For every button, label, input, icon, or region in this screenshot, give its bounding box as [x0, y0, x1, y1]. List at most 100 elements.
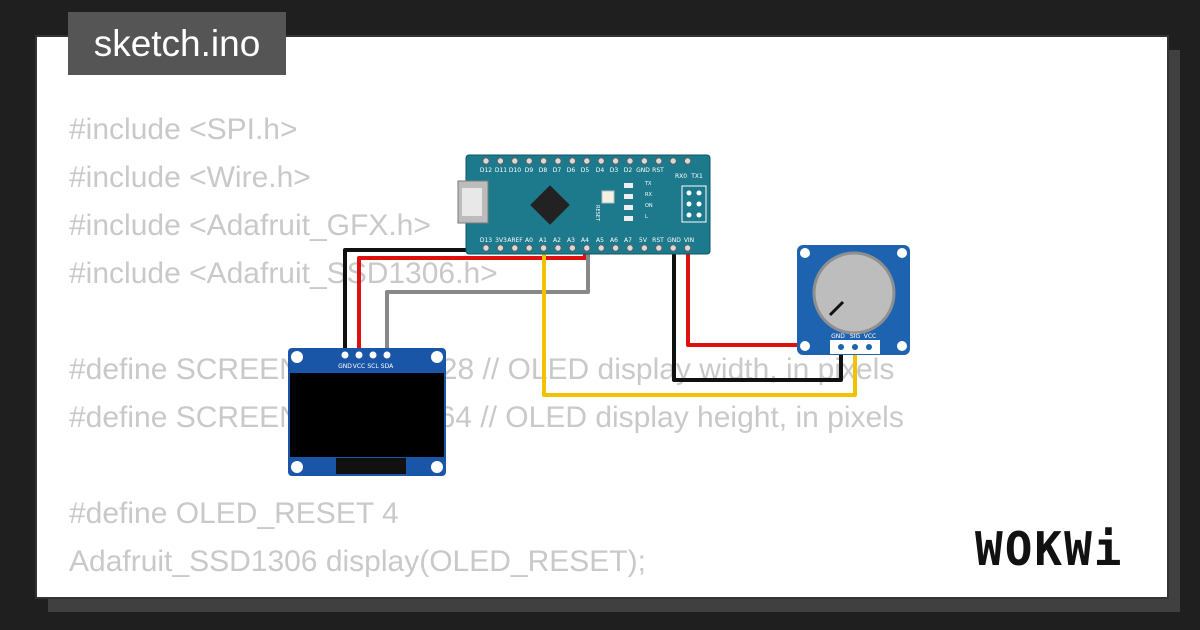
potentiometer[interactable]: GND SIG VCC — [797, 245, 910, 355]
header-pin[interactable] — [669, 157, 677, 165]
icsp-header — [681, 185, 707, 223]
header-pin[interactable] — [554, 157, 562, 165]
header-pin[interactable] — [496, 157, 505, 165]
header-pin[interactable] — [640, 244, 649, 252]
arduino-nano[interactable]: D12 D11 D10 D9 D8 D7 D6 D5 D4 D3 D2 GND … — [457, 154, 711, 255]
oled-pin-label: SDA — [381, 363, 394, 370]
header-pin[interactable] — [482, 157, 490, 165]
arduino-top-labels: D12 D11 D10 D9 D8 D7 D6 D5 D4 D3 D2 GND … — [480, 167, 703, 180]
arduino-bottom-pins[interactable] — [482, 244, 692, 252]
pin-label: D8 — [539, 167, 548, 174]
pin-label: D2 — [624, 167, 633, 174]
wokwi-logo[interactable]: WOKWi — [975, 522, 1124, 576]
header-pin[interactable] — [496, 244, 505, 252]
header-pin[interactable] — [583, 244, 591, 252]
pin-label: D5 — [581, 167, 590, 174]
wire-yellow-pot-sig — [542, 240, 857, 397]
pin-label: D13 — [480, 237, 492, 244]
header-pin[interactable] — [482, 244, 490, 252]
header-pin[interactable] — [683, 244, 692, 252]
header-pin[interactable] — [611, 244, 620, 252]
pin-label: A2 — [553, 237, 561, 244]
code-line: Adafruit_SSD1306 display(OLED_RESET); — [69, 545, 646, 578]
pin-label: 5V — [639, 237, 648, 244]
led-label: TX — [644, 181, 652, 187]
oled-screen — [290, 373, 444, 457]
pot-pin-label: VCC — [864, 333, 876, 340]
pin-label: TX1 — [690, 173, 703, 180]
wire-gray-oled-scl — [373, 262, 586, 352]
pin-label: D3 — [610, 167, 619, 174]
header-pin[interactable] — [511, 244, 519, 252]
header-pin[interactable] — [597, 244, 605, 252]
wire-black-pot-gnd — [672, 240, 843, 382]
pin-label: RX0 — [675, 173, 687, 180]
status-leds: TX RX ON L — [624, 181, 653, 221]
arduino-bottom-labels: D13 3V3 AREF A0 A1 A2 A3 A4 A5 A6 A7 5V … — [480, 237, 694, 244]
pin-label: 3V3 — [495, 237, 507, 244]
file-name-tab[interactable]: sketch.ino — [68, 12, 286, 75]
pot-pin-label: SIG — [850, 333, 861, 340]
header-pin[interactable] — [511, 157, 519, 165]
pin-label: GND — [636, 167, 650, 174]
preview-card: #include <SPI.h> #include <Wire.h> #incl… — [35, 35, 1169, 599]
pin-label: A0 — [525, 237, 533, 244]
header-pin[interactable] — [626, 244, 634, 252]
header-pin[interactable] — [597, 157, 605, 165]
pin-label: RST — [652, 237, 664, 244]
code-line: #include <SPI.h> — [69, 113, 298, 146]
oled-display[interactable]: GND VCC SCL SDA — [288, 348, 446, 476]
code-line: #define OLED_RESET 4 — [69, 497, 399, 530]
header-pin[interactable] — [655, 157, 663, 165]
led-label: RX — [645, 192, 652, 198]
header-pin[interactable] — [669, 244, 677, 252]
code-line: #include <Wire.h> — [69, 161, 311, 194]
header-pin[interactable] — [640, 157, 649, 165]
pin-label: D9 — [525, 167, 534, 174]
header-pin[interactable] — [655, 244, 663, 252]
code-line: #include <Adafruit_GFX.h> — [69, 209, 431, 242]
pin-label: A4 — [581, 237, 589, 244]
oled-ribbon — [336, 458, 406, 474]
pin-label: GND — [667, 237, 681, 244]
wire-gray-oled-sda — [385, 240, 590, 352]
header-pin[interactable] — [525, 157, 533, 165]
wire-red-oled-vcc — [357, 240, 587, 352]
header-pin[interactable] — [568, 157, 577, 165]
header-pin[interactable] — [611, 157, 620, 165]
led-label: ON — [645, 203, 653, 209]
pin-label: AREF — [507, 237, 523, 244]
code-line: float ... — [69, 586, 904, 597]
header-pin[interactable] — [568, 244, 577, 252]
reset-label: RESET — [594, 205, 600, 222]
pin-label: D7 — [553, 167, 562, 174]
header-pin[interactable] — [554, 244, 562, 252]
pot-pin-label: GND — [831, 333, 845, 340]
header-pin[interactable] — [525, 244, 533, 252]
header-pin[interactable] — [626, 157, 634, 165]
header-pin[interactable] — [539, 157, 548, 165]
pin-label: RST — [652, 167, 664, 174]
mcu-chip — [530, 185, 570, 225]
reset-button — [601, 190, 615, 204]
header-pin[interactable] — [683, 157, 692, 165]
header-pin[interactable] — [539, 244, 548, 252]
pin-label: D10 — [509, 167, 521, 174]
arduino-top-pins[interactable] — [482, 157, 692, 165]
pin-label: D4 — [596, 167, 605, 174]
oled-pin-label: SCL — [367, 363, 379, 370]
oled-pin-label: VCC — [353, 363, 365, 370]
header-pin[interactable] — [583, 157, 591, 165]
potentiometer-knob — [812, 251, 896, 335]
potentiometer-pointer — [828, 300, 845, 317]
pin-label: A3 — [567, 237, 575, 244]
pin-label: A7 — [624, 237, 632, 244]
oled-pin-label: GND — [338, 363, 352, 370]
pin-label: A6 — [610, 237, 618, 244]
pin-label: A1 — [539, 237, 547, 244]
pin-label: D6 — [567, 167, 576, 174]
led-label: L — [645, 214, 648, 220]
pin-label: A5 — [596, 237, 604, 244]
pin-label: D11 — [495, 167, 507, 174]
